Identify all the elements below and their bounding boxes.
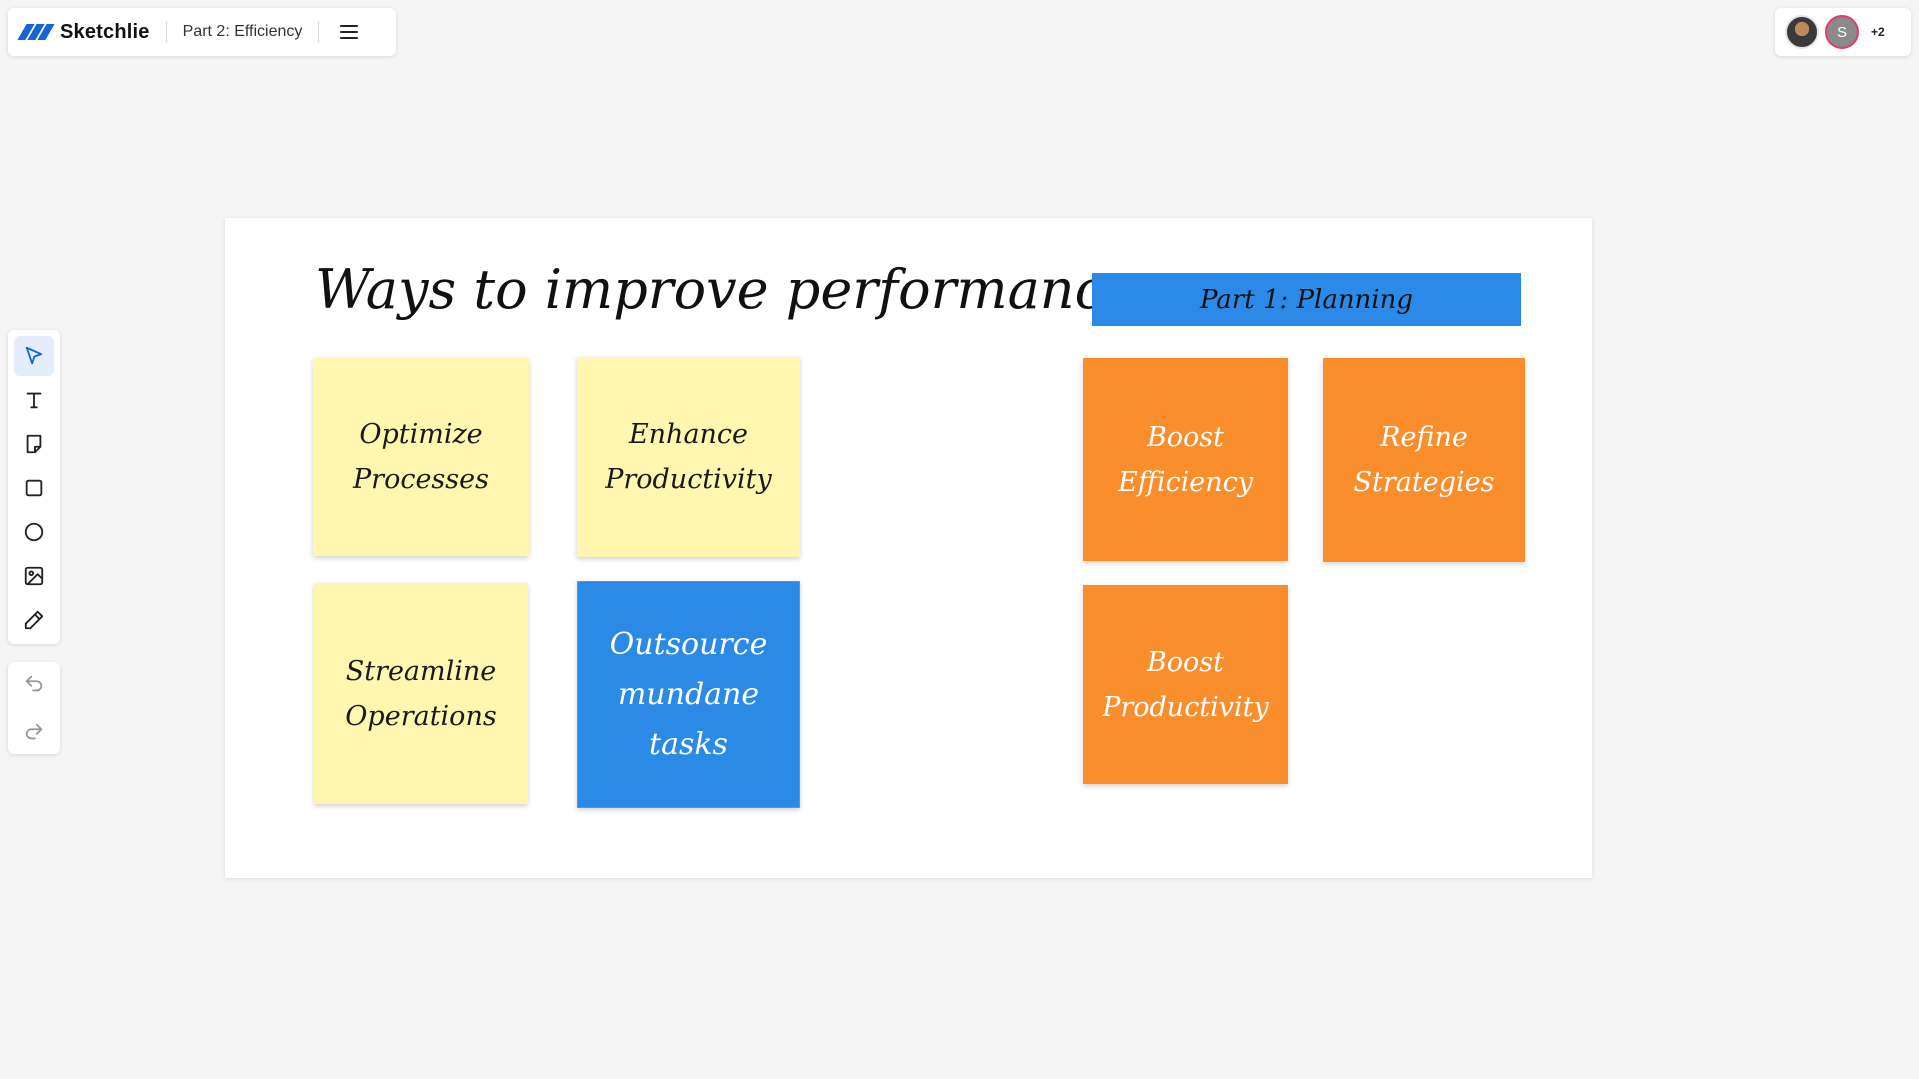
- rectangle-tool-button[interactable]: [14, 468, 54, 508]
- sticky-note-streamline-operations[interactable]: Streamline Operations: [314, 583, 528, 804]
- circle-icon: [24, 522, 44, 542]
- image-tool-button[interactable]: [14, 556, 54, 596]
- sticky-note-refine-strategies[interactable]: Refine Strategies: [1323, 358, 1525, 562]
- sticky-note-optimize-processes[interactable]: Optimize Processes: [313, 358, 529, 556]
- sticky-note-boost-productivity[interactable]: Boost Productivity: [1083, 585, 1288, 784]
- divider: [165, 21, 167, 43]
- top-bar: Sketchlie Part 2: Efficiency: [8, 8, 396, 56]
- redo-button[interactable]: [14, 712, 54, 752]
- hamburger-menu-icon[interactable]: [335, 18, 363, 46]
- tool-bar: [8, 330, 60, 644]
- undo-icon: [25, 675, 43, 692]
- history-bar: [8, 662, 60, 754]
- text-icon: [26, 392, 42, 409]
- brand-name: Sketchlie: [60, 20, 150, 43]
- rectangle-icon: [25, 479, 43, 497]
- sticky-note-boost-efficiency[interactable]: Boost Efficiency: [1083, 358, 1288, 561]
- image-icon: [24, 566, 44, 586]
- sticky-note-outsource-tasks[interactable]: Outsource mundane tasks: [577, 581, 800, 808]
- avatar[interactable]: [1785, 15, 1819, 49]
- redo-icon: [25, 723, 43, 740]
- select-arrow-icon: [25, 346, 43, 365]
- pencil-tool-button[interactable]: [14, 600, 54, 640]
- board-heading[interactable]: Ways to improve performance: [315, 258, 1137, 321]
- pencil-icon: [24, 610, 44, 630]
- circle-tool-button[interactable]: [14, 512, 54, 552]
- divider: [318, 21, 320, 43]
- sticky-note-enhance-productivity[interactable]: Enhance Productivity: [577, 357, 800, 557]
- more-collaborators-count[interactable]: +2: [1871, 25, 1885, 39]
- sticky-note-icon: [26, 434, 42, 454]
- sticky-note-tool-button[interactable]: [14, 424, 54, 464]
- sketchlie-logo-icon: [17, 24, 55, 40]
- collaborators-bar: S +2: [1775, 8, 1911, 56]
- undo-button[interactable]: [14, 664, 54, 704]
- avatar[interactable]: S: [1825, 15, 1859, 49]
- text-tool-button[interactable]: [14, 380, 54, 420]
- board-title[interactable]: Part 2: Efficiency: [182, 23, 303, 40]
- part-label-banner[interactable]: Part 1: Planning: [1092, 273, 1521, 326]
- select-tool-button[interactable]: [14, 336, 54, 376]
